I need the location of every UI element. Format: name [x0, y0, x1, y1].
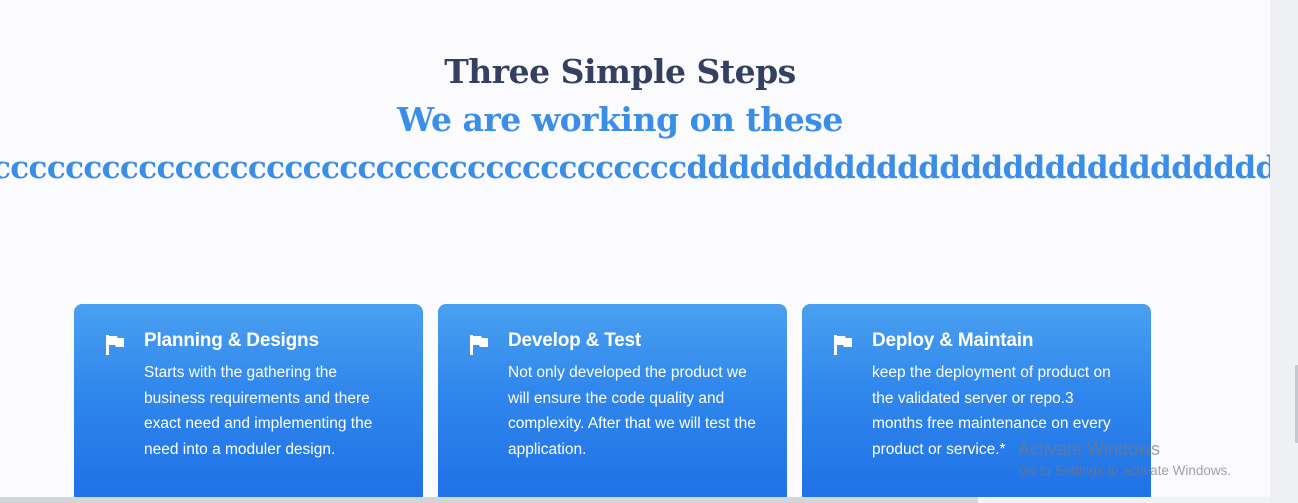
flag-icon	[470, 335, 488, 355]
step-card-title: Develop & Test	[508, 330, 642, 351]
flag-icon	[106, 335, 124, 355]
step-card-planning: Planning & Designs Starts with the gathe…	[74, 304, 423, 503]
step-card-description: Not only developed the product we will e…	[508, 364, 756, 459]
overflowing-text: ccccccccccccccccccccccccccccccccccccccdd…	[0, 150, 1270, 186]
section-subtitle: We are working on these	[397, 100, 843, 139]
vertical-scrollbar-thumb[interactable]	[1295, 365, 1298, 443]
section-title: Three Simple Steps	[444, 52, 796, 91]
step-card-develop: Develop & Test Not only developed the pr…	[438, 304, 787, 503]
vertical-scrollbar[interactable]	[1270, 0, 1298, 503]
step-card-description: Starts with the gathering the business r…	[144, 364, 373, 459]
page-content: Three Simple Steps We are working on the…	[0, 52, 1270, 503]
step-card-title: Planning & Designs	[144, 330, 319, 351]
horizontal-scrollbar[interactable]	[0, 497, 1270, 503]
step-card-deploy: Deploy & Maintain keep the deployment of…	[802, 304, 1151, 503]
step-card-title: Deploy & Maintain	[872, 330, 1034, 351]
step-card-description: keep the deployment of product on the va…	[872, 364, 1111, 459]
horizontal-scrollbar-thumb[interactable]	[0, 497, 978, 503]
flag-icon	[834, 335, 852, 355]
